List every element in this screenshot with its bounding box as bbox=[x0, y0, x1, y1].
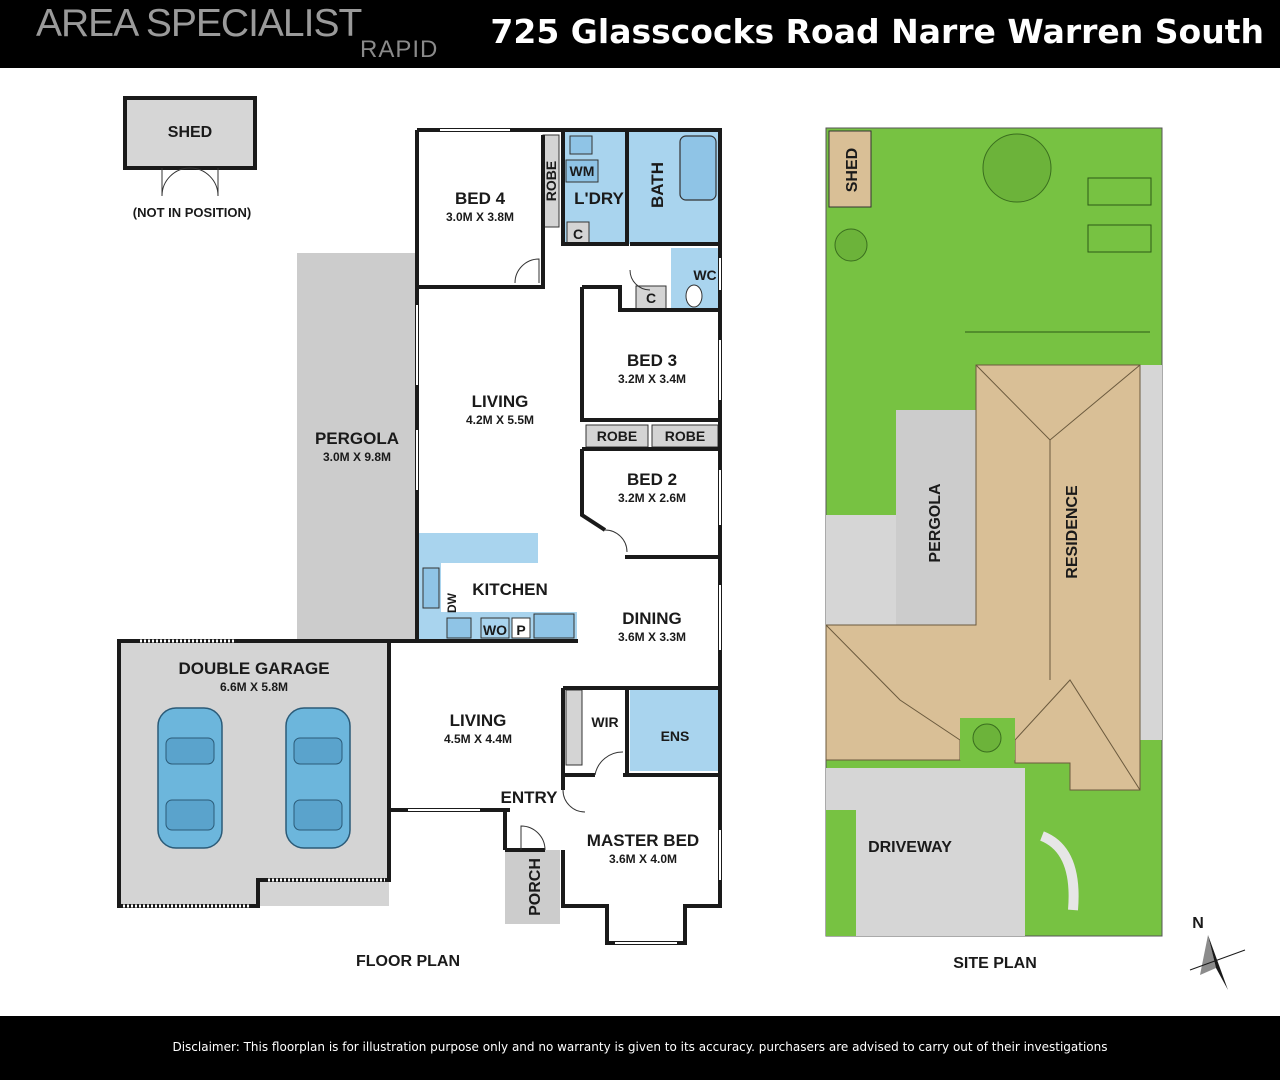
site-driveway bbox=[826, 768, 1025, 936]
garage-dims: 6.6M X 5.8M bbox=[220, 680, 288, 694]
dining-dims: 3.6M X 3.3M bbox=[618, 630, 686, 644]
plans-drawing: SHED (NOT IN POSITION) PERGOLA 3.0M X 9.… bbox=[117, 96, 1246, 990]
pergola-dims: 3.0M X 9.8M bbox=[323, 450, 391, 464]
master-dims: 3.6M X 4.0M bbox=[609, 852, 677, 866]
master-label: MASTER BED bbox=[587, 831, 699, 850]
footer-bar: Disclaimer: This floorplan is for illust… bbox=[0, 1016, 1280, 1080]
pergola-label: PERGOLA bbox=[315, 429, 399, 448]
cupboard-b-label: C bbox=[646, 290, 656, 306]
bed3-dims: 3.2M X 3.4M bbox=[618, 372, 686, 386]
car-right bbox=[285, 707, 351, 849]
living1-dims: 4.2M X 5.5M bbox=[466, 413, 534, 427]
bed4-label: BED 4 bbox=[455, 189, 506, 208]
pergola-area bbox=[297, 253, 417, 640]
porch-area bbox=[505, 850, 560, 924]
washing-machine-label: WM bbox=[570, 163, 595, 179]
bath-label: BATH bbox=[648, 162, 667, 208]
cupboard-a-label: C bbox=[573, 226, 583, 242]
robe-b-label: ROBE bbox=[665, 428, 705, 444]
site-pergola-label: PERGOLA bbox=[927, 483, 944, 563]
site-plan: SHED PERGOLA RESIDENCE DRIVEWAY SITE PLA… bbox=[825, 127, 1246, 990]
brand-sub: RAPID bbox=[360, 36, 439, 63]
bed2-dims: 3.2M X 2.6M bbox=[618, 491, 686, 505]
floor-plan-caption: FLOOR PLAN bbox=[356, 953, 460, 970]
wall-oven-label: WO bbox=[483, 622, 507, 638]
living2-label: LIVING bbox=[450, 711, 507, 730]
car-left bbox=[157, 707, 223, 849]
site-plan-caption: SITE PLAN bbox=[953, 955, 1037, 972]
robe-bed4-label: ROBE bbox=[543, 161, 559, 201]
ensuite-area bbox=[630, 688, 720, 771]
brand-logo: AREA SPECIALIST bbox=[36, 2, 362, 45]
robe-a-label: ROBE bbox=[597, 428, 637, 444]
wir-label: WIR bbox=[591, 714, 618, 730]
ensuite-label: ENS bbox=[661, 728, 690, 744]
pantry-label: P bbox=[516, 622, 525, 638]
bed2-label: BED 2 bbox=[627, 470, 677, 489]
bed3-label: BED 3 bbox=[627, 351, 677, 370]
site-pergola bbox=[896, 410, 976, 625]
laundry-label: L'DRY bbox=[574, 189, 624, 208]
shed-label: SHED bbox=[168, 124, 212, 141]
svg-text:N: N bbox=[1192, 915, 1204, 932]
shed-note: (NOT IN POSITION) bbox=[133, 205, 251, 220]
site-shed-label: SHED bbox=[844, 148, 861, 192]
disclaimer-text: Disclaimer: This floorplan is for illust… bbox=[172, 1040, 1108, 1054]
property-address: 725 Glasscocks Road Narre Warren South bbox=[490, 12, 1264, 51]
header-bar: AREA SPECIALIST RAPID 725 Glasscocks Roa… bbox=[0, 0, 1280, 68]
tree-icon bbox=[834, 228, 868, 262]
garage-label: DOUBLE GARAGE bbox=[178, 659, 329, 678]
living1-label: LIVING bbox=[472, 392, 529, 411]
kitchen-label: KITCHEN bbox=[472, 580, 548, 599]
door-swings bbox=[514, 258, 651, 851]
site-residence-label: RESIDENCE bbox=[1064, 485, 1081, 579]
windows bbox=[408, 129, 721, 944]
wc-label: WC bbox=[693, 267, 716, 283]
living2-dims: 4.5M X 4.4M bbox=[444, 732, 512, 746]
dining-label: DINING bbox=[622, 609, 682, 628]
wir-shelf bbox=[565, 689, 583, 766]
north-arrow-icon: N bbox=[1189, 915, 1246, 990]
entry-label: ENTRY bbox=[501, 788, 559, 807]
porch-label: PORCH bbox=[527, 858, 544, 916]
dishwasher-label: DW bbox=[445, 592, 459, 613]
tree-icon bbox=[982, 133, 1052, 203]
floor-plan: SHED (NOT IN POSITION) PERGOLA 3.0M X 9.… bbox=[117, 96, 722, 970]
site-driveway-label: DRIVEWAY bbox=[868, 839, 952, 856]
bed4-dims: 3.0M X 3.8M bbox=[446, 210, 514, 224]
